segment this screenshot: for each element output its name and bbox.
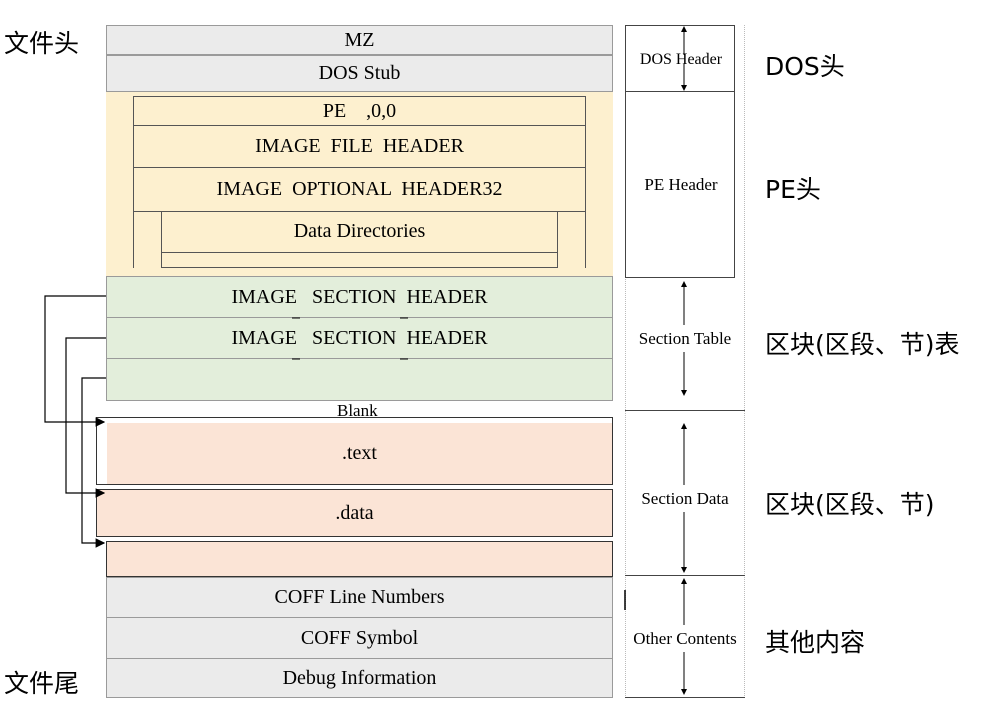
dos-header-region-label: DOS Header <box>639 50 723 68</box>
pe-header-region: PE Header <box>625 92 735 278</box>
pe-header-area: PE ,0,0 IMAGE FILE HEADER IMAGE OPTIONAL… <box>106 92 613 276</box>
file-head-label: 文件头 <box>4 29 80 58</box>
data-directories-tail <box>161 253 558 268</box>
empty-section <box>106 541 613 577</box>
arrow-to-text <box>44 295 106 427</box>
coff-line-numbers-block: COFF Line Numbers <box>106 577 613 618</box>
text-section: .text <box>107 423 612 484</box>
optional-header-body: Data Directories <box>133 211 586 268</box>
other-contents-cn-label: 其他内容 <box>765 628 866 657</box>
data-directories-block: Data Directories <box>161 211 558 253</box>
arrow-to-empty <box>81 377 106 548</box>
section-header-1: IMAGE SECTION HEADER <box>106 276 613 318</box>
other-contents-region-label: Other Contents <box>633 629 737 648</box>
section-divider-1 <box>625 410 745 411</box>
arrow-to-data <box>65 337 106 498</box>
mz-block: MZ <box>106 25 613 55</box>
section-header-2: IMAGE SECTION HEADER <box>106 317 613 359</box>
image-optional-header-block: IMAGE OPTIONAL HEADER32 <box>133 167 586 212</box>
section-divider-2 <box>625 575 745 576</box>
section-header-empty <box>106 358 613 401</box>
region-column <box>625 25 745 698</box>
region-bottom-border <box>625 697 745 698</box>
data-section: .data <box>96 489 613 537</box>
section-data-cn-label: 区块(区段、节) <box>765 490 935 519</box>
file-tail-label: 文件尾 <box>4 669 80 698</box>
section-data-region-label: Section Data <box>641 489 729 508</box>
pe-head-label: PE头 <box>765 175 821 204</box>
dos-stub-block: DOS Stub <box>106 55 613 92</box>
pe-header-region-label: PE Header <box>644 175 718 194</box>
section-table-cn-label: 区块(区段、节)表 <box>765 330 960 359</box>
blank-label: Blank <box>337 401 378 420</box>
debug-information-block: Debug Information <box>106 658 613 698</box>
text-section-frame: .text <box>96 417 613 485</box>
dos-head-label: DOS头 <box>765 52 845 81</box>
section-table-region-label: Section Table <box>638 329 732 348</box>
dos-header-region: DOS Header <box>625 25 735 92</box>
